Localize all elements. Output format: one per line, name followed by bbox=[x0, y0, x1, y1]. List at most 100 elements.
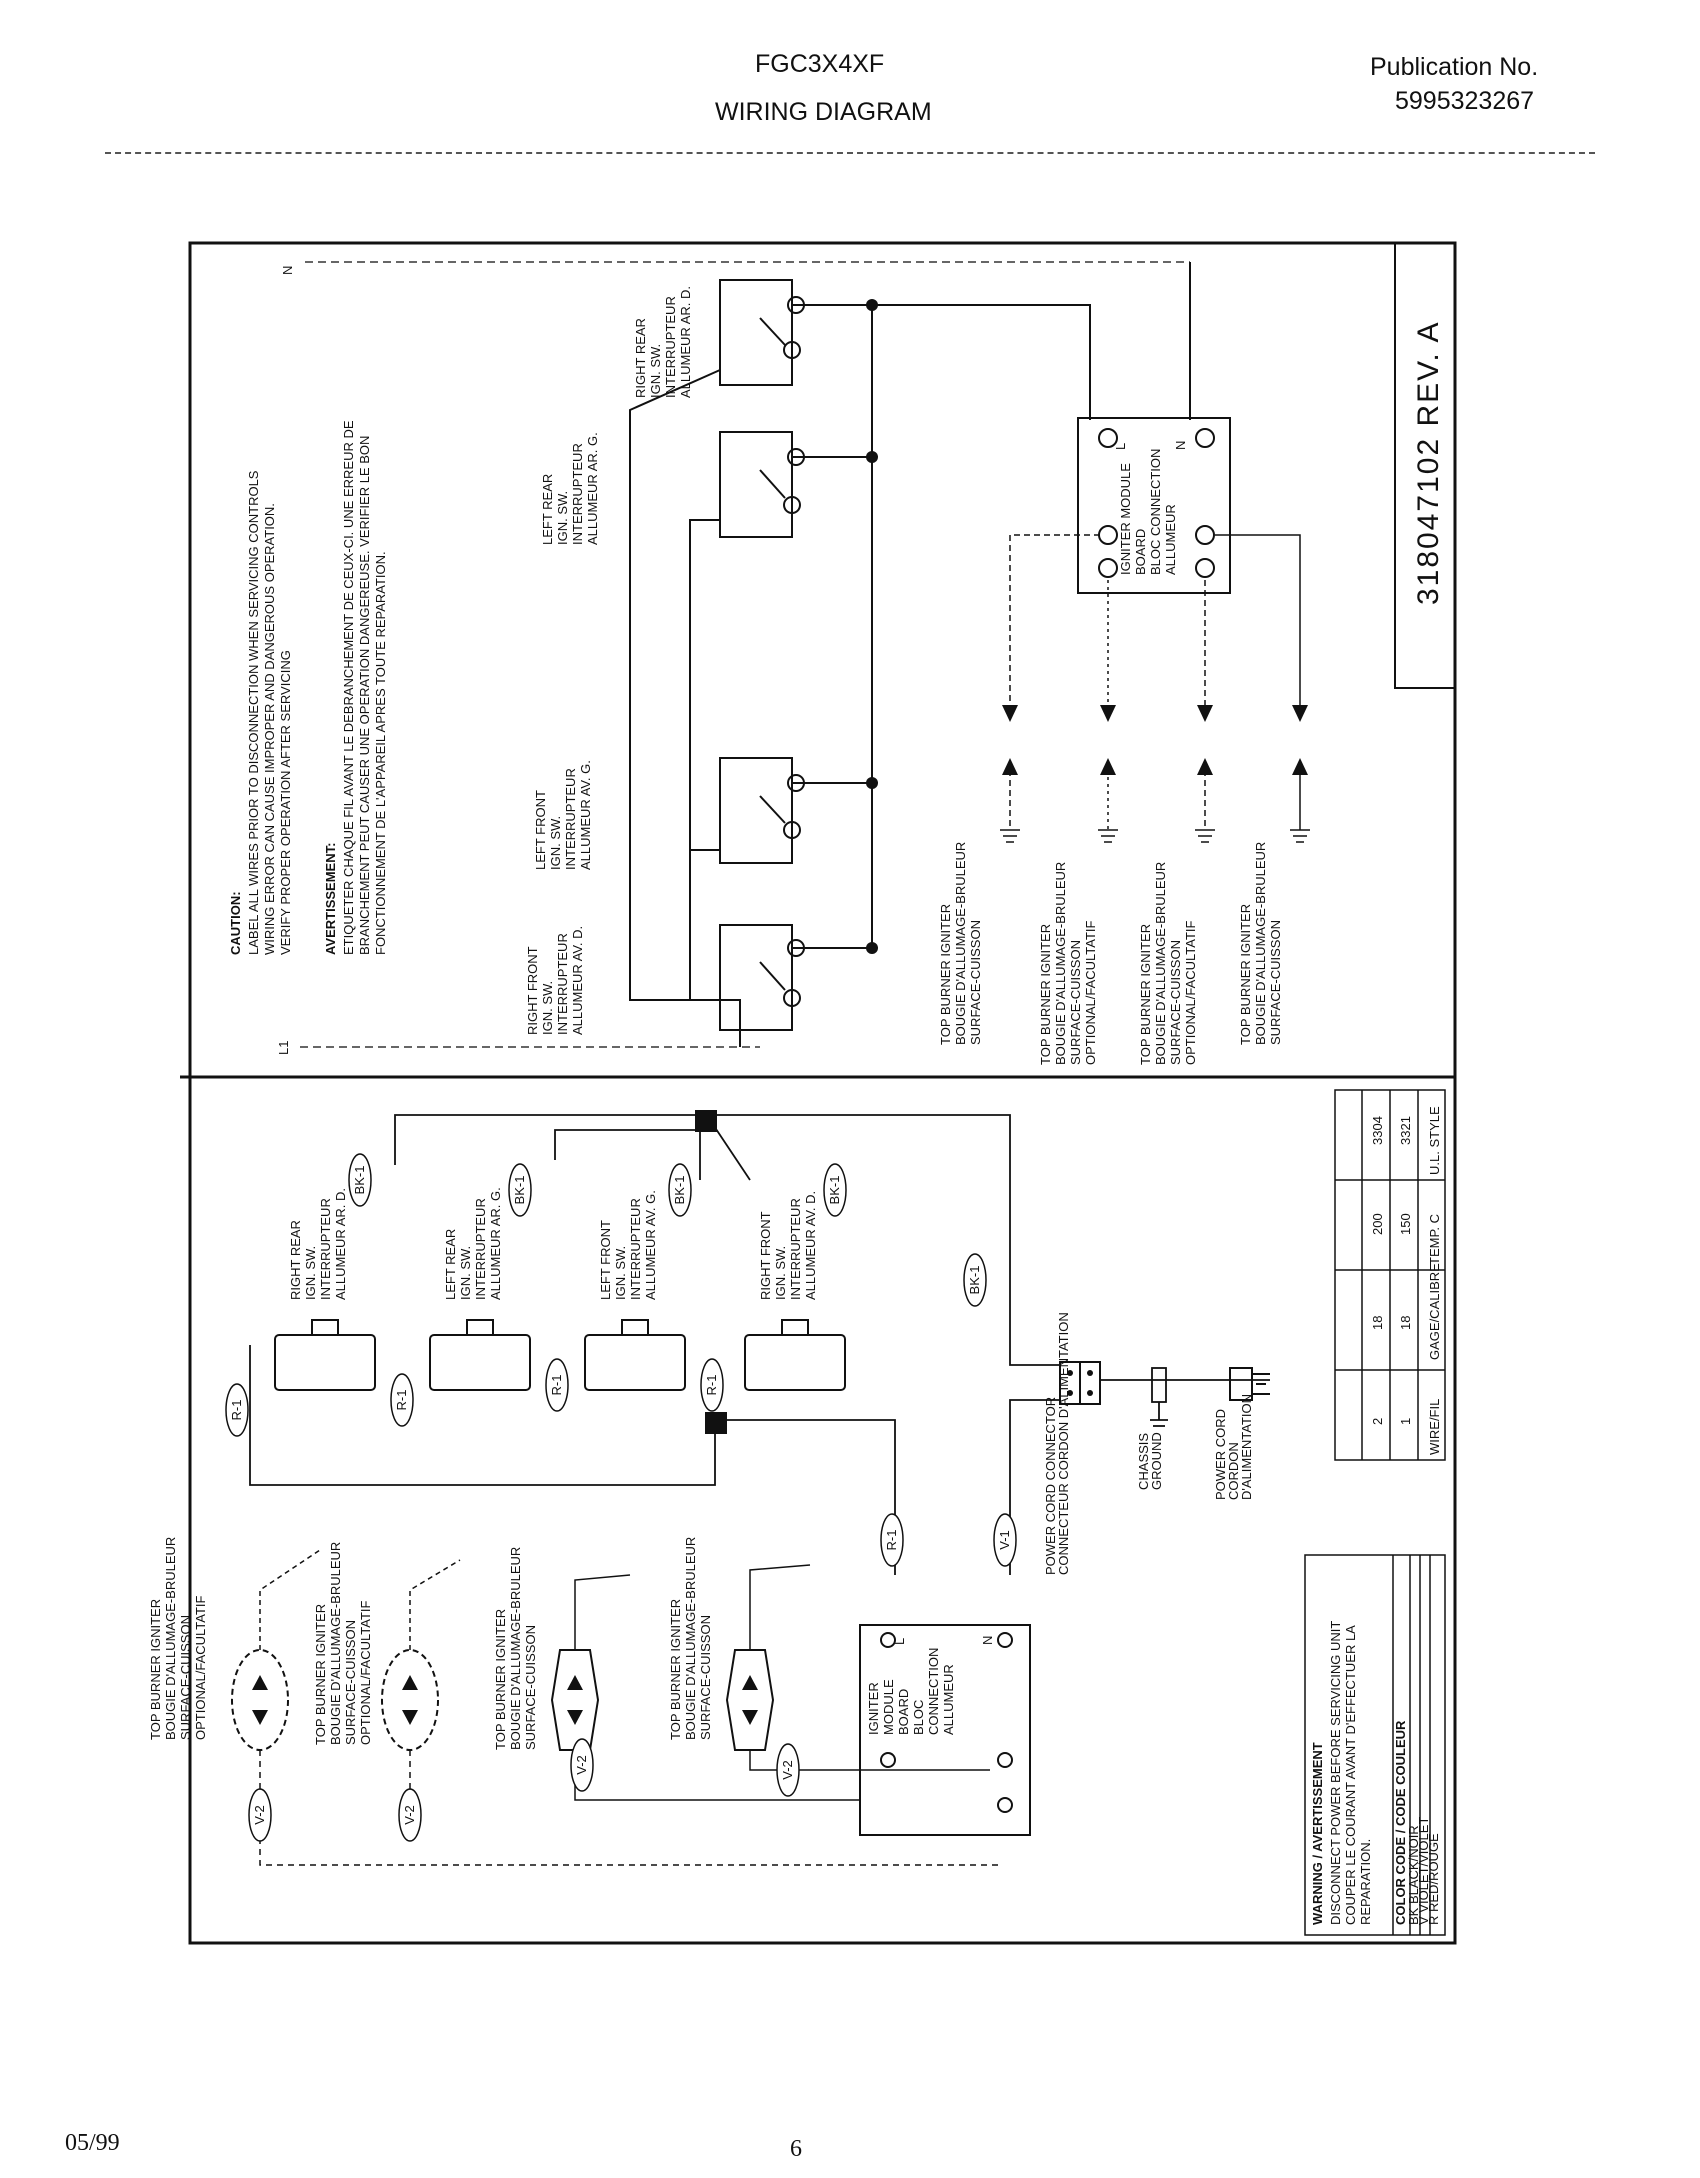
wire-table-cell: 3321 bbox=[1398, 1116, 1413, 1145]
igniter-label: TOP BURNER IGNITER bbox=[938, 904, 953, 1045]
switch-body-right-rear bbox=[274, 1319, 376, 1391]
igniter-label: TOP BURNER IGNITER bbox=[1038, 924, 1053, 1065]
pictorial-igniter-labels: TOP BURNER IGNITER BOUGIE D'ALLUMAGE-BRUL… bbox=[148, 1537, 713, 1750]
junction-dot bbox=[866, 942, 878, 954]
igniter-label: OPTIONAL/FACULTATIF bbox=[1083, 920, 1098, 1065]
igniter-label: TOP BURNER IGNITER bbox=[1138, 924, 1153, 1065]
igniter-4 bbox=[725, 1649, 775, 1751]
ground-icon bbox=[1195, 829, 1215, 843]
wire-table-cell: 3304 bbox=[1370, 1116, 1385, 1145]
switch-label: INTERRUPTEUR bbox=[473, 1198, 488, 1300]
module-label: IGNITER bbox=[866, 1682, 881, 1735]
igniter-label: SURFACE-CUISSON bbox=[968, 920, 983, 1045]
wire-junction bbox=[695, 1110, 717, 1132]
wire-tag: BK-1 bbox=[827, 1176, 842, 1205]
igniter-label: SURFACE-CUISSON bbox=[1168, 940, 1183, 1065]
wire-bk-branch bbox=[554, 1129, 705, 1160]
switch-body-right-front bbox=[744, 1319, 846, 1391]
switch-label: INTERRUPTEUR bbox=[570, 443, 585, 545]
igniter-label: BOUGIE D'ALLUMAGE-BRULEUR bbox=[163, 1537, 178, 1740]
arrow-down-icon bbox=[1292, 705, 1308, 722]
igniter-label: SURFACE-CUISSON bbox=[523, 1625, 538, 1750]
wire-spec-table bbox=[1334, 1089, 1446, 1461]
wire-table-header: GAGE/CALIBRE bbox=[1427, 1263, 1442, 1360]
switch-label: ALLUMEUR AV. G. bbox=[643, 1190, 658, 1300]
diagram-frame bbox=[188, 241, 1457, 1945]
ground-icon bbox=[1290, 829, 1310, 843]
wire-table-cell: 18 bbox=[1398, 1316, 1413, 1330]
switch-label: INTERRUPTEUR bbox=[628, 1198, 643, 1300]
wire-table-cell: 150 bbox=[1398, 1213, 1413, 1235]
part-number: 318047102 REV. A bbox=[1412, 321, 1445, 605]
wire-table-cell: 200 bbox=[1370, 1213, 1385, 1235]
switch-label: INTERRUPTEUR bbox=[663, 296, 678, 398]
igniter-label: BOUGIE D'ALLUMAGE-BRULEUR bbox=[508, 1547, 523, 1750]
igniter-label: SURFACE-CUISSON bbox=[698, 1615, 713, 1740]
switch-body-left-rear bbox=[429, 1319, 531, 1391]
wire-tag: BK-1 bbox=[352, 1166, 367, 1195]
switch-left-rear bbox=[719, 431, 805, 538]
igniter-lead-low-4 bbox=[749, 1750, 990, 1771]
connector-label: POWER CORD CONNECTOR bbox=[1043, 1397, 1058, 1575]
module-label: MODULE bbox=[881, 1679, 896, 1735]
footer-date: 05/99 bbox=[65, 2130, 120, 2156]
color-code-header: COLOR CODE / CODE COULEUR bbox=[1393, 1720, 1408, 1925]
switch-label: INTERRUPTEUR bbox=[318, 1198, 333, 1300]
igniter-label: OPTIONAL/FACULTATIF bbox=[358, 1600, 373, 1745]
warning-line: DISCONNECT POWER BEFORE SERVICING UNIT bbox=[1328, 1621, 1343, 1925]
wire-tag: R-1 bbox=[394, 1390, 409, 1411]
wire-junction bbox=[705, 1412, 727, 1434]
wire-r-bus bbox=[249, 1345, 716, 1486]
wire-table-cell: 2 bbox=[1370, 1418, 1385, 1425]
switch-label: INTERRUPTEUR bbox=[788, 1198, 803, 1300]
wire-tag: V-2 bbox=[252, 1805, 267, 1825]
wire-tag: V-1 bbox=[997, 1530, 1012, 1550]
power-cord-label: CORDON bbox=[1226, 1442, 1241, 1500]
switch-left-front bbox=[719, 757, 805, 864]
warning-title: WARNING / AVERTISSEMENT bbox=[1310, 1742, 1325, 1925]
wire-tag: R-1 bbox=[229, 1400, 244, 1421]
switch-label: IGN. SW. bbox=[773, 1246, 788, 1300]
ground-label: CHASSIS bbox=[1136, 1433, 1151, 1490]
wire-tag: V-2 bbox=[402, 1805, 417, 1825]
igniter-label: SURFACE-CUISSON bbox=[178, 1615, 193, 1740]
part-number-box bbox=[1394, 242, 1456, 689]
igniter-3 bbox=[550, 1649, 600, 1751]
switch-label: IGN. SW. bbox=[303, 1246, 318, 1300]
arrow-up-icon bbox=[1292, 758, 1308, 775]
igniter-lead-opt-1 bbox=[259, 1549, 321, 1650]
module-pin-N: N bbox=[1173, 441, 1188, 450]
igniter-lead-opt-2 bbox=[409, 1559, 461, 1650]
terminal-N: N bbox=[280, 266, 295, 275]
page-number: 6 bbox=[790, 2136, 802, 2162]
pictorial-module-pin-N: N bbox=[980, 1636, 995, 1645]
module-label: ALLUMEUR bbox=[1163, 504, 1178, 575]
header-rule bbox=[105, 152, 1595, 154]
junction-dot bbox=[866, 299, 878, 311]
switch-right-rear bbox=[719, 279, 805, 386]
igniter-icon bbox=[252, 1675, 268, 1690]
switch-label: ALLUMEUR AV. G. bbox=[578, 760, 593, 870]
wire-table-cell: 1 bbox=[1398, 1418, 1413, 1425]
switch-label: LEFT FRONT bbox=[533, 790, 548, 870]
terminal-L1: L1 bbox=[276, 1041, 291, 1055]
igniter-label: TOP BURNER IGNITER bbox=[313, 1604, 328, 1745]
arrow-up-icon bbox=[1197, 758, 1213, 775]
page-title: WIRING DIAGRAM bbox=[715, 98, 932, 126]
switch-label: IGN. SW. bbox=[458, 1246, 473, 1300]
warning-box bbox=[1304, 1554, 1446, 1936]
chassis-ground-icon bbox=[1150, 1367, 1168, 1427]
pictorial-module-board bbox=[859, 1624, 1031, 1836]
igniter-optional-2 bbox=[381, 1649, 439, 1751]
wire-tag: BK-1 bbox=[512, 1176, 527, 1205]
warning-line: COUPER LE COURANT AVANT D'EFFECTUER LA bbox=[1343, 1625, 1358, 1925]
module-label: BOARD bbox=[896, 1689, 911, 1735]
igniter-label: BOUGIE D'ALLUMAGE-BRULEUR bbox=[683, 1537, 698, 1740]
igniter-icon bbox=[402, 1675, 418, 1690]
arrow-down-icon bbox=[1197, 705, 1213, 722]
